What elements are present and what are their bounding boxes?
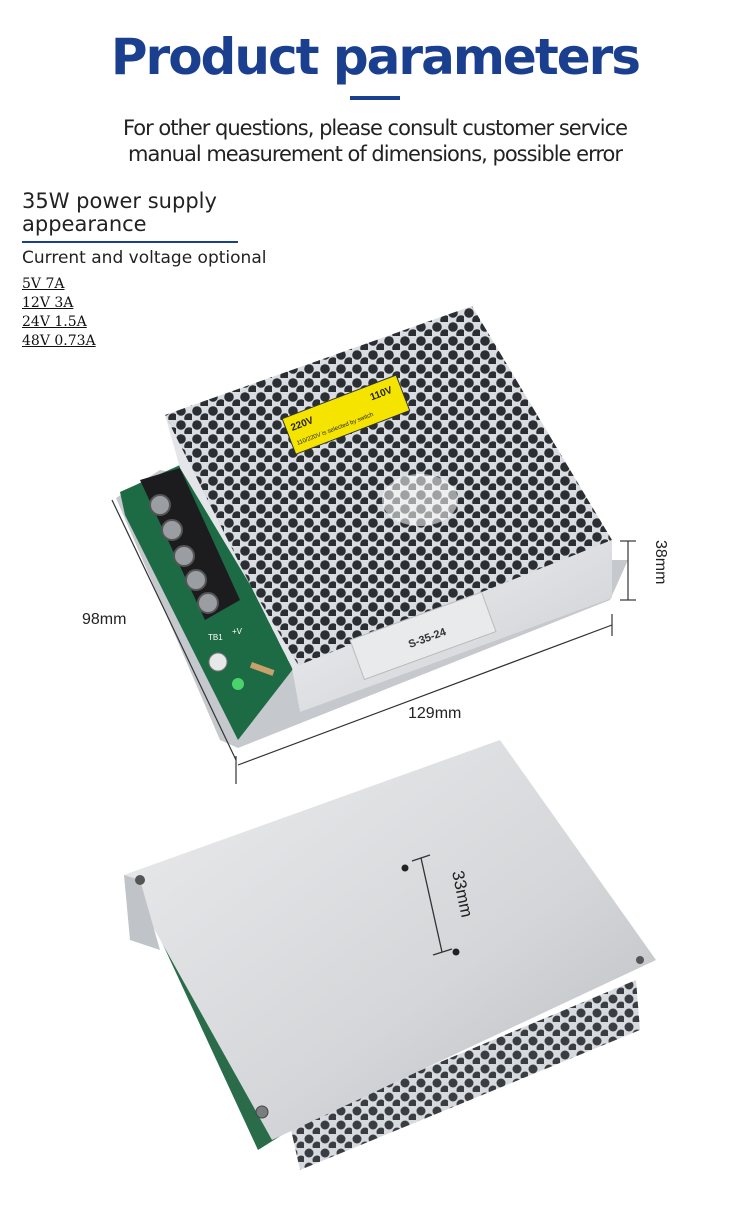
options-label: Current and voltage optional [22,248,267,268]
spec-12v: 12V 3A [22,295,74,311]
height-dimension: 38mm [652,540,669,584]
power-supply-bottom-view [124,740,656,1170]
title-underline [350,96,400,100]
subtitle-line-2: manual measurement of dimensions, possib… [128,142,623,166]
page-title: Product parameters [110,28,641,86]
width-dimension: 129mm [408,705,461,722]
power-supply-top-view: TB1 +V S-35-24 220V 110V 110/220V is sel… [116,306,628,748]
appearance-title: 35W power supply appearance [22,189,217,236]
depth-dimension: 98mm [82,611,126,628]
spec-5v: 5V 7A [22,276,65,292]
dimension-lines-top [111,499,636,784]
spec-24v: 24V 1.5A [22,314,87,330]
hole-spacing-line [411,854,453,956]
terminal-block [140,468,240,620]
spec-48v: 48V 0.73A [22,333,96,349]
appearance-underline [22,241,238,243]
subtitle-line-1: For other questions, please consult cust… [122,116,628,140]
terminal-mark-tb: TB1 [208,633,223,642]
terminal-mark-plus: +V [232,627,243,636]
